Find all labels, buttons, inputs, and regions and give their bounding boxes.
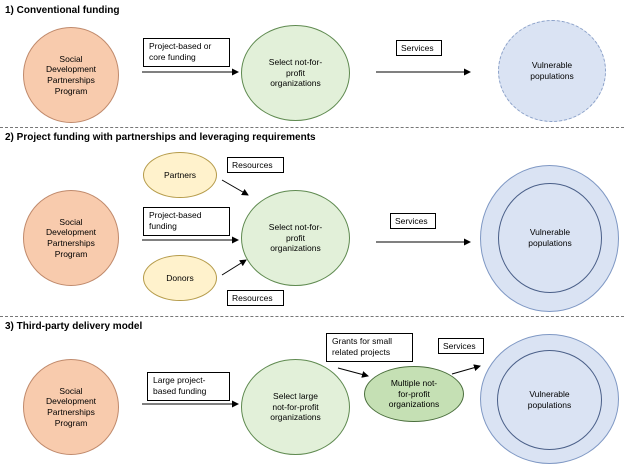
s2-partners-node: Partners xyxy=(143,152,217,198)
section-3-title: 3) Third-party delivery model xyxy=(5,321,143,332)
section-2-title: 2) Project funding with partnerships and… xyxy=(5,132,316,143)
s1-funding-label: Project-based or core funding xyxy=(149,41,212,62)
s3-organizations-label: Select large not-for-profit organization… xyxy=(270,391,321,423)
s2-partners-label: Partners xyxy=(163,169,197,180)
s2-resources-bottom-box: Resources xyxy=(227,290,284,306)
s2-resources-bottom-label: Resources xyxy=(232,293,273,303)
s2-donors-node: Donors xyxy=(143,255,217,301)
section-1-title: 1) Conventional funding xyxy=(5,5,120,16)
s1-funding-box: Project-based or core funding xyxy=(143,38,230,67)
s2-resources-top-box: Resources xyxy=(227,157,284,173)
s3-sub-organizations-label: Multiple not- for-profit organizations xyxy=(388,378,440,410)
s2-resources-top-label: Resources xyxy=(232,160,273,170)
s2-beneficiaries-node: Vulnerable populations xyxy=(498,183,602,293)
s2-funder-label: Social Development Partnerships Program xyxy=(45,216,97,259)
arrow-s2-partners xyxy=(221,179,249,196)
s3-funding-box: Large project- based funding xyxy=(147,372,230,401)
section-divider-2 xyxy=(0,316,624,317)
s3-grants-box: Grants for small related projects xyxy=(326,333,413,362)
section-divider-1 xyxy=(0,127,624,128)
s1-services-box: Services xyxy=(396,40,442,56)
s3-grants-label: Grants for small related projects xyxy=(332,336,392,357)
s2-beneficiaries-label: Vulnerable populations xyxy=(528,227,572,248)
s2-funder-node: Social Development Partnerships Program xyxy=(23,190,119,286)
s3-beneficiaries-label: Vulnerable populations xyxy=(527,389,572,410)
s1-beneficiaries-label: Vulnerable populations xyxy=(530,60,574,81)
s3-funding-label: Large project- based funding xyxy=(153,375,207,396)
s3-services-label: Services xyxy=(443,341,476,351)
s1-beneficiaries-node: Vulnerable populations xyxy=(498,20,606,122)
arrow-s3-services xyxy=(451,364,481,375)
s1-organizations-node: Select not-for- profit organizations xyxy=(241,25,350,121)
s2-services-box: Services xyxy=(390,213,436,229)
s2-organizations-node: Select not-for- profit organizations xyxy=(241,190,350,286)
s3-funder-node: Social Development Partnerships Program xyxy=(23,359,119,455)
s2-funding-label: Project-based funding xyxy=(149,210,202,231)
arrow-s3-grants xyxy=(337,367,369,378)
s2-services-label: Services xyxy=(395,216,428,226)
s2-organizations-label: Select not-for- profit organizations xyxy=(268,222,323,254)
s2-donors-label: Donors xyxy=(166,272,194,283)
s3-funder-label: Social Development Partnerships Program xyxy=(45,385,97,428)
s3-services-box: Services xyxy=(438,338,484,354)
s1-organizations-label: Select not-for- profit organizations xyxy=(268,57,323,89)
arrow-s2-donors xyxy=(221,259,247,276)
s1-services-label: Services xyxy=(401,43,434,53)
s1-funder-label: Social Development Partnerships Program xyxy=(45,53,97,96)
s3-organizations-node: Select large not-for-profit organization… xyxy=(241,359,350,455)
s3-beneficiaries-node: Vulnerable populations xyxy=(497,350,602,450)
s1-funder-node: Social Development Partnerships Program xyxy=(23,27,119,123)
s2-funding-box: Project-based funding xyxy=(143,207,230,236)
s3-sub-organizations-node: Multiple not- for-profit organizations xyxy=(364,366,464,422)
